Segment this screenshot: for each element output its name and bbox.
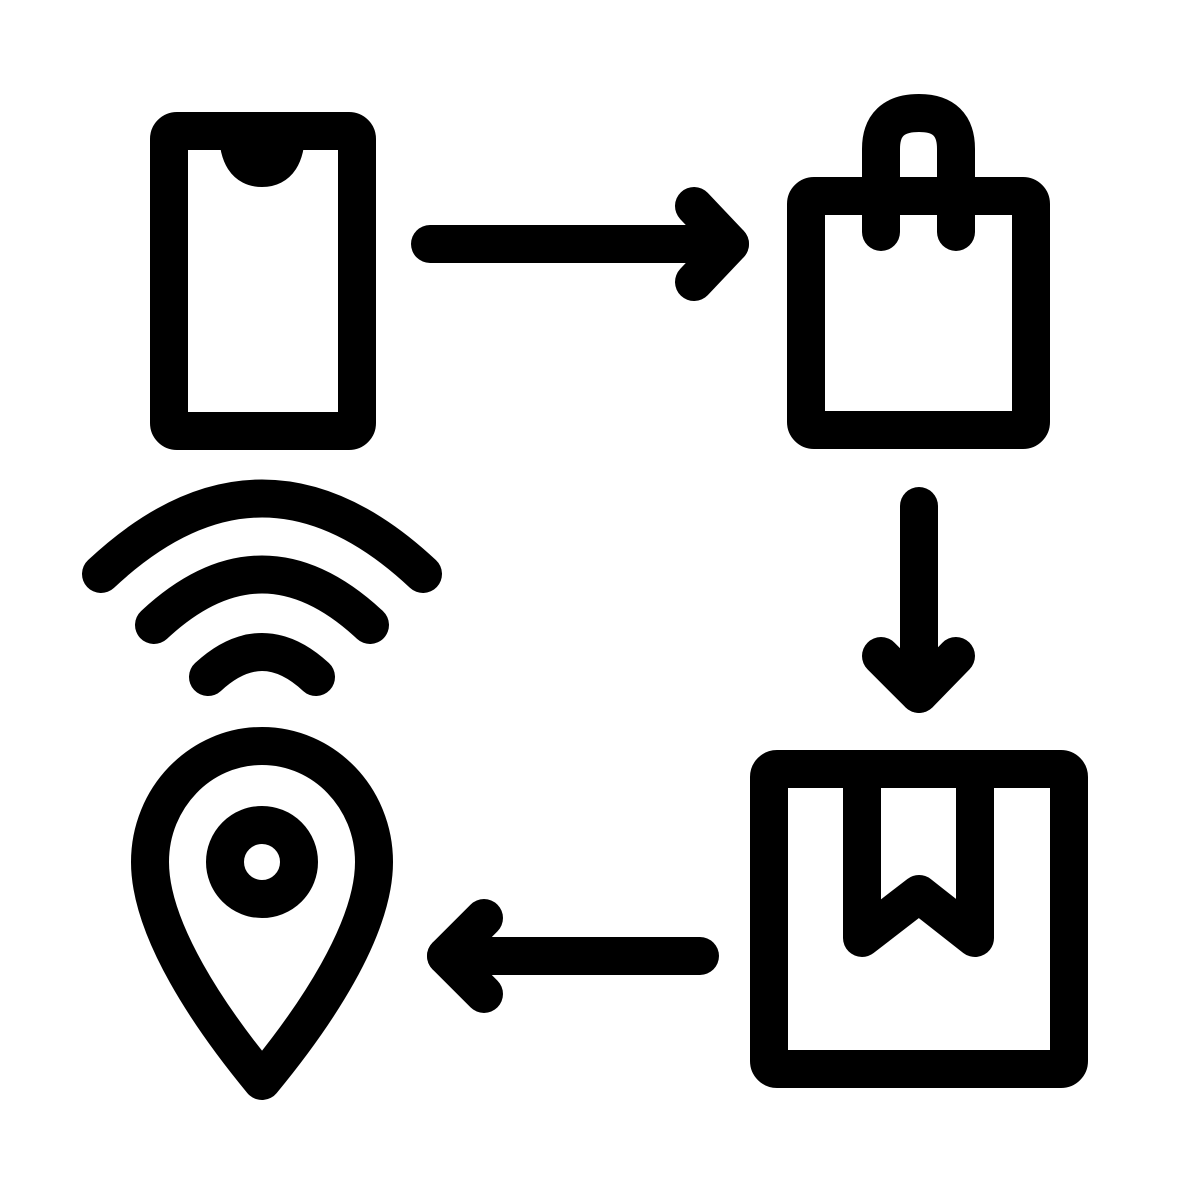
signal-arc-small — [189, 633, 335, 696]
arrow-down-icon — [862, 487, 975, 713]
location-pin-outline — [131, 727, 393, 1100]
shopping-bag-icon — [787, 94, 1050, 449]
location-pin-icon — [131, 727, 393, 1100]
smartphone-body — [150, 112, 376, 450]
package-box-body — [750, 750, 1088, 1088]
signal-arc-medium — [135, 555, 389, 644]
arrow-left-icon — [427, 899, 719, 1013]
smartphone-icon — [150, 112, 376, 450]
shopping-bag-handle — [862, 94, 975, 251]
arrow-right-icon — [411, 187, 749, 301]
smartphone-notch — [219, 112, 305, 187]
signal-arc-large — [82, 479, 442, 593]
location-pin-dot — [206, 806, 318, 918]
shopping-bag-body — [787, 177, 1050, 449]
package-box-icon — [750, 750, 1088, 1088]
wireless-signal-icon — [82, 479, 442, 696]
package-box-tape — [843, 750, 994, 957]
